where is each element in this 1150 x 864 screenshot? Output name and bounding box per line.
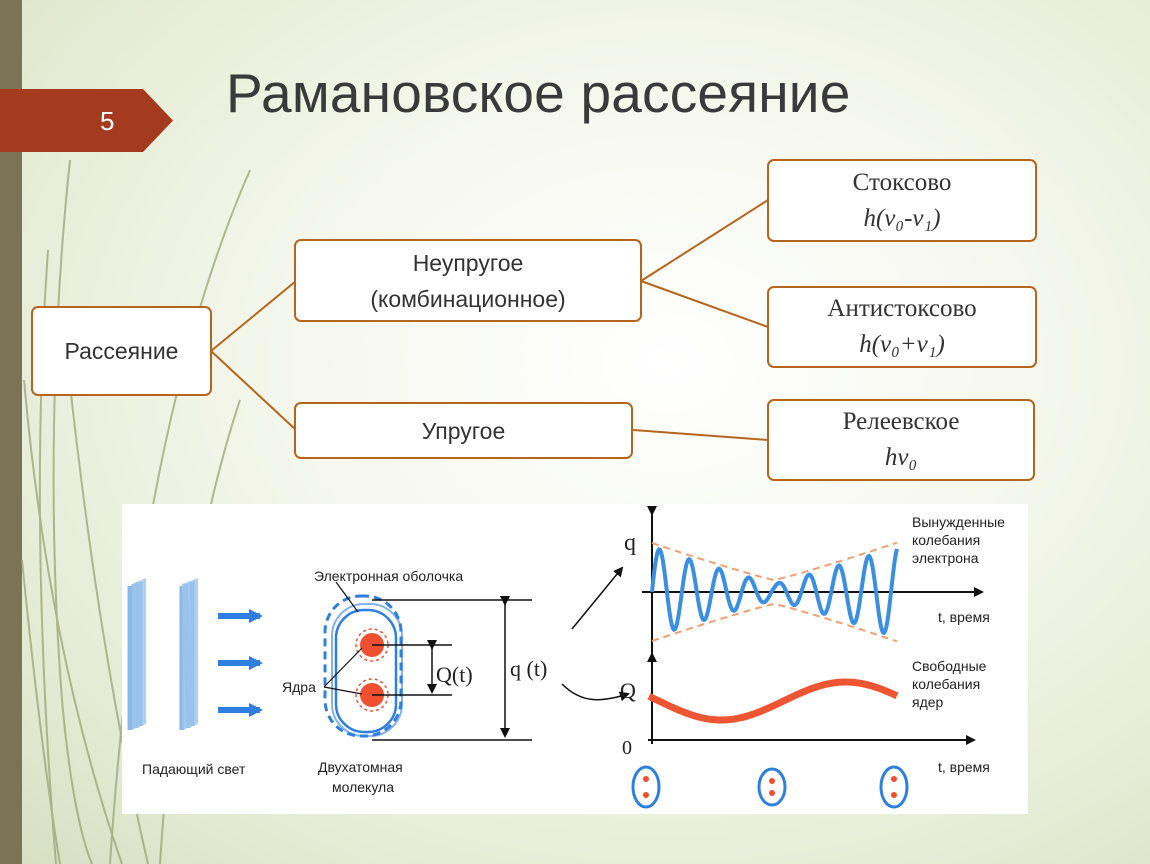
- stokes-label: Стоксово: [852, 168, 952, 196]
- inelastic-box: Неупругое (комбинационное): [294, 239, 642, 322]
- time-axis-label-2: t, время: [938, 759, 990, 775]
- forced-label-line3: электрона: [912, 550, 979, 566]
- molecule-state-1: [631, 765, 661, 809]
- origin-label: 0: [622, 737, 632, 759]
- raman-diagram: Падающий свет Электронная оболочка Ядра …: [127, 506, 1005, 809]
- bottom-axis-label: Q: [620, 678, 636, 703]
- time-axis-label-1: t, время: [938, 609, 990, 625]
- forced-label-line2: колебания: [912, 532, 980, 548]
- Q-t-label: Q(t): [436, 662, 473, 687]
- free-label-line1: Свободные: [912, 658, 987, 674]
- incident-light-label: Падающий свет: [142, 761, 246, 777]
- elastic-label: Упругое: [421, 417, 506, 444]
- molecule-label-line1: Двухатомная: [318, 759, 403, 775]
- inelastic-label: Неупругое: [412, 249, 524, 276]
- antistokes-box: Антистоксово h(ν₀+ν₁): [767, 286, 1037, 368]
- free-label-line2: колебания: [912, 676, 980, 692]
- q-t-label: q (t): [510, 656, 547, 681]
- arrow-to-top-plot: [571, 566, 624, 630]
- root-box: Рассеяние: [31, 306, 212, 396]
- tree-connectors: [210, 199, 769, 441]
- free-nuclei-plot: [647, 652, 976, 745]
- raman-diagram-panel: Падающий свет Электронная оболочка Ядра …: [122, 504, 1028, 814]
- antistokes-formula: h(ν₀+ν₁): [859, 331, 945, 358]
- slide-title: Рамановское рассеяние: [226, 62, 851, 124]
- molecule-state-3: [879, 765, 909, 809]
- molecule-label-line2: молекула: [332, 779, 394, 795]
- forced-electron-plot: [642, 506, 984, 654]
- left-decor-strip: [0, 0, 22, 864]
- inelastic-sublabel: (комбинационное): [370, 285, 566, 312]
- molecule-state-icons: [631, 765, 909, 809]
- light-arrows: [218, 609, 263, 717]
- stokes-box: Стоксово h(ν₀-ν₁): [767, 159, 1037, 242]
- rayleigh-box: Релеевское hν₀: [767, 399, 1035, 481]
- incident-light-waves: [127, 578, 198, 730]
- nuclei-label: Ядра: [282, 679, 316, 695]
- rayleigh-label: Релеевское: [842, 408, 960, 435]
- electron-shell-label: Электронная оболочка: [314, 568, 463, 584]
- slide-number: 5: [100, 106, 115, 136]
- forced-label-line1: Вынужденные: [912, 514, 1005, 530]
- elastic-box: Упругое: [294, 402, 633, 459]
- molecule-state-2: [757, 767, 787, 807]
- root-label: Рассеяние: [64, 338, 179, 364]
- rayleigh-formula: hν₀: [884, 444, 918, 471]
- slide-number-tab: [0, 89, 173, 152]
- diatomic-molecule: [323, 581, 532, 741]
- antistokes-label: Антистоксово: [827, 295, 977, 322]
- free-label-line3: ядер: [912, 694, 944, 710]
- top-axis-label: q: [624, 530, 636, 556]
- arrow-to-bottom-plot: [561, 683, 630, 702]
- stokes-formula: h(ν₀-ν₁): [863, 204, 941, 232]
